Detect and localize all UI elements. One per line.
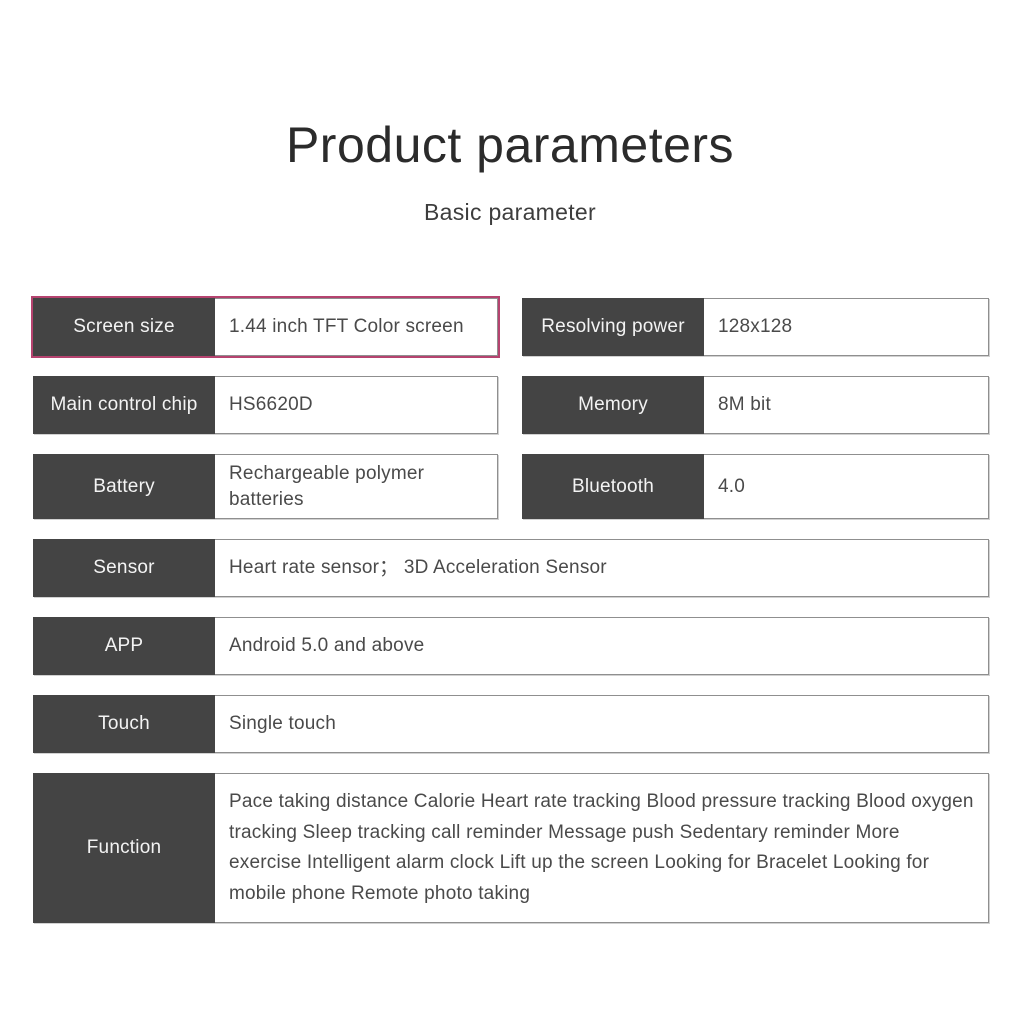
spec-label: APP [33, 617, 215, 676]
spec-cell-screen-size: Screen size 1.44 inch TFT Color screen [31, 296, 500, 358]
spec-row: Touch Single touch [33, 695, 989, 754]
page-title: Product parameters [285, 117, 735, 173]
spec-label: Main control chip [33, 376, 215, 434]
spec-value: HS6620D [215, 376, 498, 434]
spec-label: Bluetooth [522, 454, 704, 520]
spec-cell-resolving-power: Resolving power 128x128 [522, 298, 989, 356]
spec-label: Touch [33, 695, 215, 754]
spec-cell-main-control-chip: Main control chip HS6620D [33, 376, 498, 434]
spec-value: 4.0 [704, 454, 989, 520]
spec-label: Sensor [33, 539, 215, 598]
spec-cell-bluetooth: Bluetooth 4.0 [522, 454, 989, 520]
spec-label: Resolving power [522, 298, 704, 356]
spec-value: Heart rate sensor； 3D Acceleration Senso… [215, 539, 989, 598]
spec-value: Rechargeable polymer batteries [215, 454, 498, 520]
function-list-text: Pace taking distance Calorie Heart rate … [229, 790, 974, 905]
spec-cell-sensor: Sensor Heart rate sensor； 3D Acceleratio… [33, 539, 989, 598]
spec-value: 8M bit [704, 376, 989, 434]
spec-label: Function [33, 773, 215, 924]
spec-label: Memory [522, 376, 704, 434]
spec-value: Single touch [215, 695, 989, 754]
spec-cell-memory: Memory 8M bit [522, 376, 989, 434]
spec-row: Main control chip HS6620D Memory 8M bit [33, 376, 989, 434]
spec-value: Android 5.0 and above [215, 617, 989, 676]
spec-cell-app: APP Android 5.0 and above [33, 617, 989, 676]
spec-label: Battery [33, 454, 215, 520]
spec-value: 1.44 inch TFT Color screen [215, 298, 498, 356]
spec-value: 128x128 [704, 298, 989, 356]
spec-table: Screen size 1.44 inch TFT Color screen R… [31, 296, 989, 924]
spec-cell-function: Function Pace taking distance Calorie He… [33, 773, 989, 924]
spec-row: Function Pace taking distance Calorie He… [33, 773, 989, 924]
spec-row: APP Android 5.0 and above [33, 617, 989, 676]
spec-value: Pace taking distance Calorie Heart rate … [215, 773, 989, 924]
spec-cell-battery: Battery Rechargeable polymer batteries [33, 454, 498, 520]
page-subtitle: Basic parameter [424, 199, 596, 225]
spec-row: Battery Rechargeable polymer batteries B… [33, 454, 989, 520]
spec-row: Screen size 1.44 inch TFT Color screen R… [31, 296, 989, 358]
heading-block: Product parameters Basic parameter [0, 118, 1020, 226]
spec-row: Sensor Heart rate sensor； 3D Acceleratio… [33, 539, 989, 598]
spec-label: Screen size [33, 298, 215, 356]
spec-cell-touch: Touch Single touch [33, 695, 989, 754]
